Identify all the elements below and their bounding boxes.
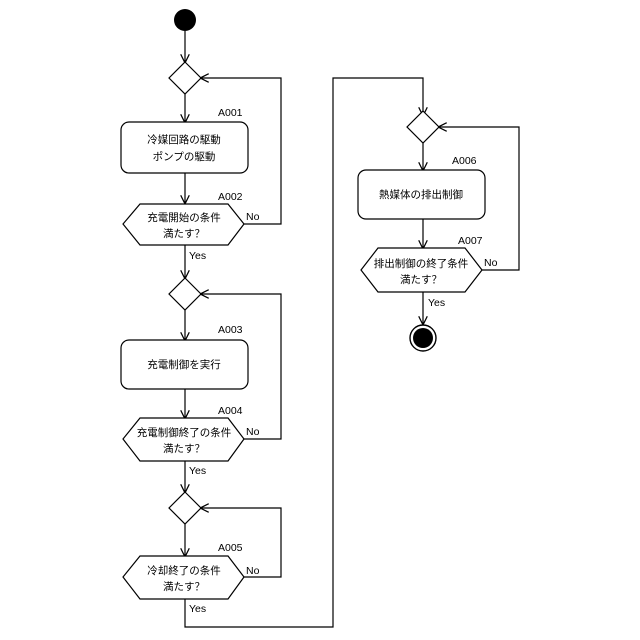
a001-text-line2: ポンプの駆動 xyxy=(153,150,216,163)
a005-text-line2: 満たす？ xyxy=(163,581,205,593)
a006-id-label: A006 xyxy=(452,155,477,167)
a007-text-line1: 排出制御の終了条件 xyxy=(374,257,469,270)
a002-no-label: No xyxy=(246,211,260,223)
a003-id-label: A003 xyxy=(218,324,243,336)
a004-no-label: No xyxy=(246,426,260,438)
a006-text-line1: 熱媒体の排出制御 xyxy=(379,188,463,201)
a002-text-line2: 満たす？ xyxy=(163,228,205,240)
a005-no-label: No xyxy=(246,565,260,577)
a004-id-label: A004 xyxy=(218,405,243,417)
a007-yes-label: Yes xyxy=(428,297,445,309)
a004-text-line1: 充電制御終了の条件 xyxy=(137,426,232,439)
a004-text-line2: 満たす？ xyxy=(163,443,205,455)
a004-yes-label: Yes xyxy=(189,465,206,477)
a001-id-label: A001 xyxy=(218,107,243,119)
a005-yes-label: Yes xyxy=(189,603,206,615)
a002-text-line1: 充電開始の条件 xyxy=(147,211,221,224)
merge-node-1 xyxy=(169,62,201,94)
a007-no-label: No xyxy=(484,257,498,269)
a003-text-line1: 充電制御を実行 xyxy=(147,358,221,371)
activity-a001 xyxy=(121,122,248,173)
a002-id-label: A002 xyxy=(218,191,243,203)
merge-node-3 xyxy=(169,492,201,524)
a007-text-line2: 満たす？ xyxy=(400,274,442,286)
a005-text-line1: 冷却終了の条件 xyxy=(147,564,221,577)
merge-node-4 xyxy=(407,111,439,143)
a007-id-label: A007 xyxy=(458,235,483,247)
merge-node-2 xyxy=(169,278,201,310)
a005-id-label: A005 xyxy=(218,542,243,554)
initial-node xyxy=(174,9,196,31)
a001-text-line1: 冷媒回路の駆動 xyxy=(147,133,221,146)
final-node xyxy=(413,328,433,348)
a002-yes-label: Yes xyxy=(189,250,206,262)
